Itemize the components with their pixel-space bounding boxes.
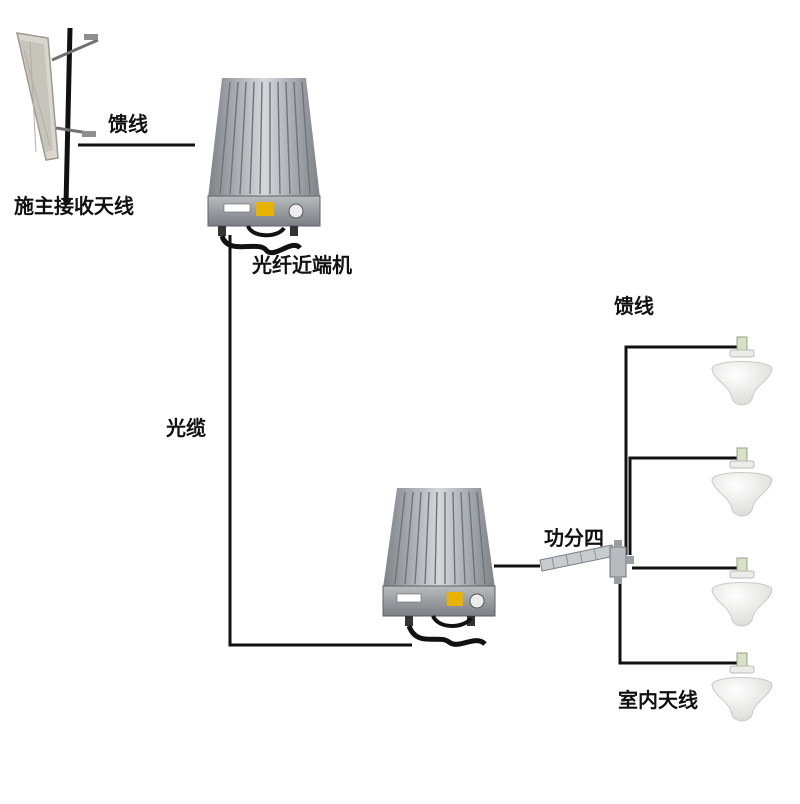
feeder-branch-2 — [628, 456, 742, 555]
indoor-antenna-1 — [711, 336, 773, 406]
indoor-antenna-label: 室内天线 — [618, 688, 698, 712]
remote-unit-device — [382, 488, 496, 647]
feeder-label-top: 馈线 — [108, 112, 148, 136]
splitter-label: 功分四 — [544, 526, 604, 550]
connection-lines — [78, 143, 742, 665]
donor-panel-antenna — [16, 27, 99, 206]
near-end-unit-device — [207, 78, 321, 255]
feeder-branch-1 — [624, 345, 742, 555]
feeder-label-right: 馈线 — [614, 294, 654, 318]
indoor-antenna-4 — [711, 652, 773, 722]
feeder-branch-4 — [618, 580, 742, 665]
fiber-cable-line — [228, 235, 412, 647]
indoor-antenna-2 — [711, 447, 773, 517]
indoor-antenna-3 — [711, 557, 773, 627]
fiber-cable-label: 光缆 — [166, 416, 206, 440]
donor-antenna-label: 施主接收天线 — [14, 194, 134, 218]
four-way-splitter — [539, 540, 634, 584]
near-end-unit-label: 光纤近端机 — [252, 253, 352, 277]
